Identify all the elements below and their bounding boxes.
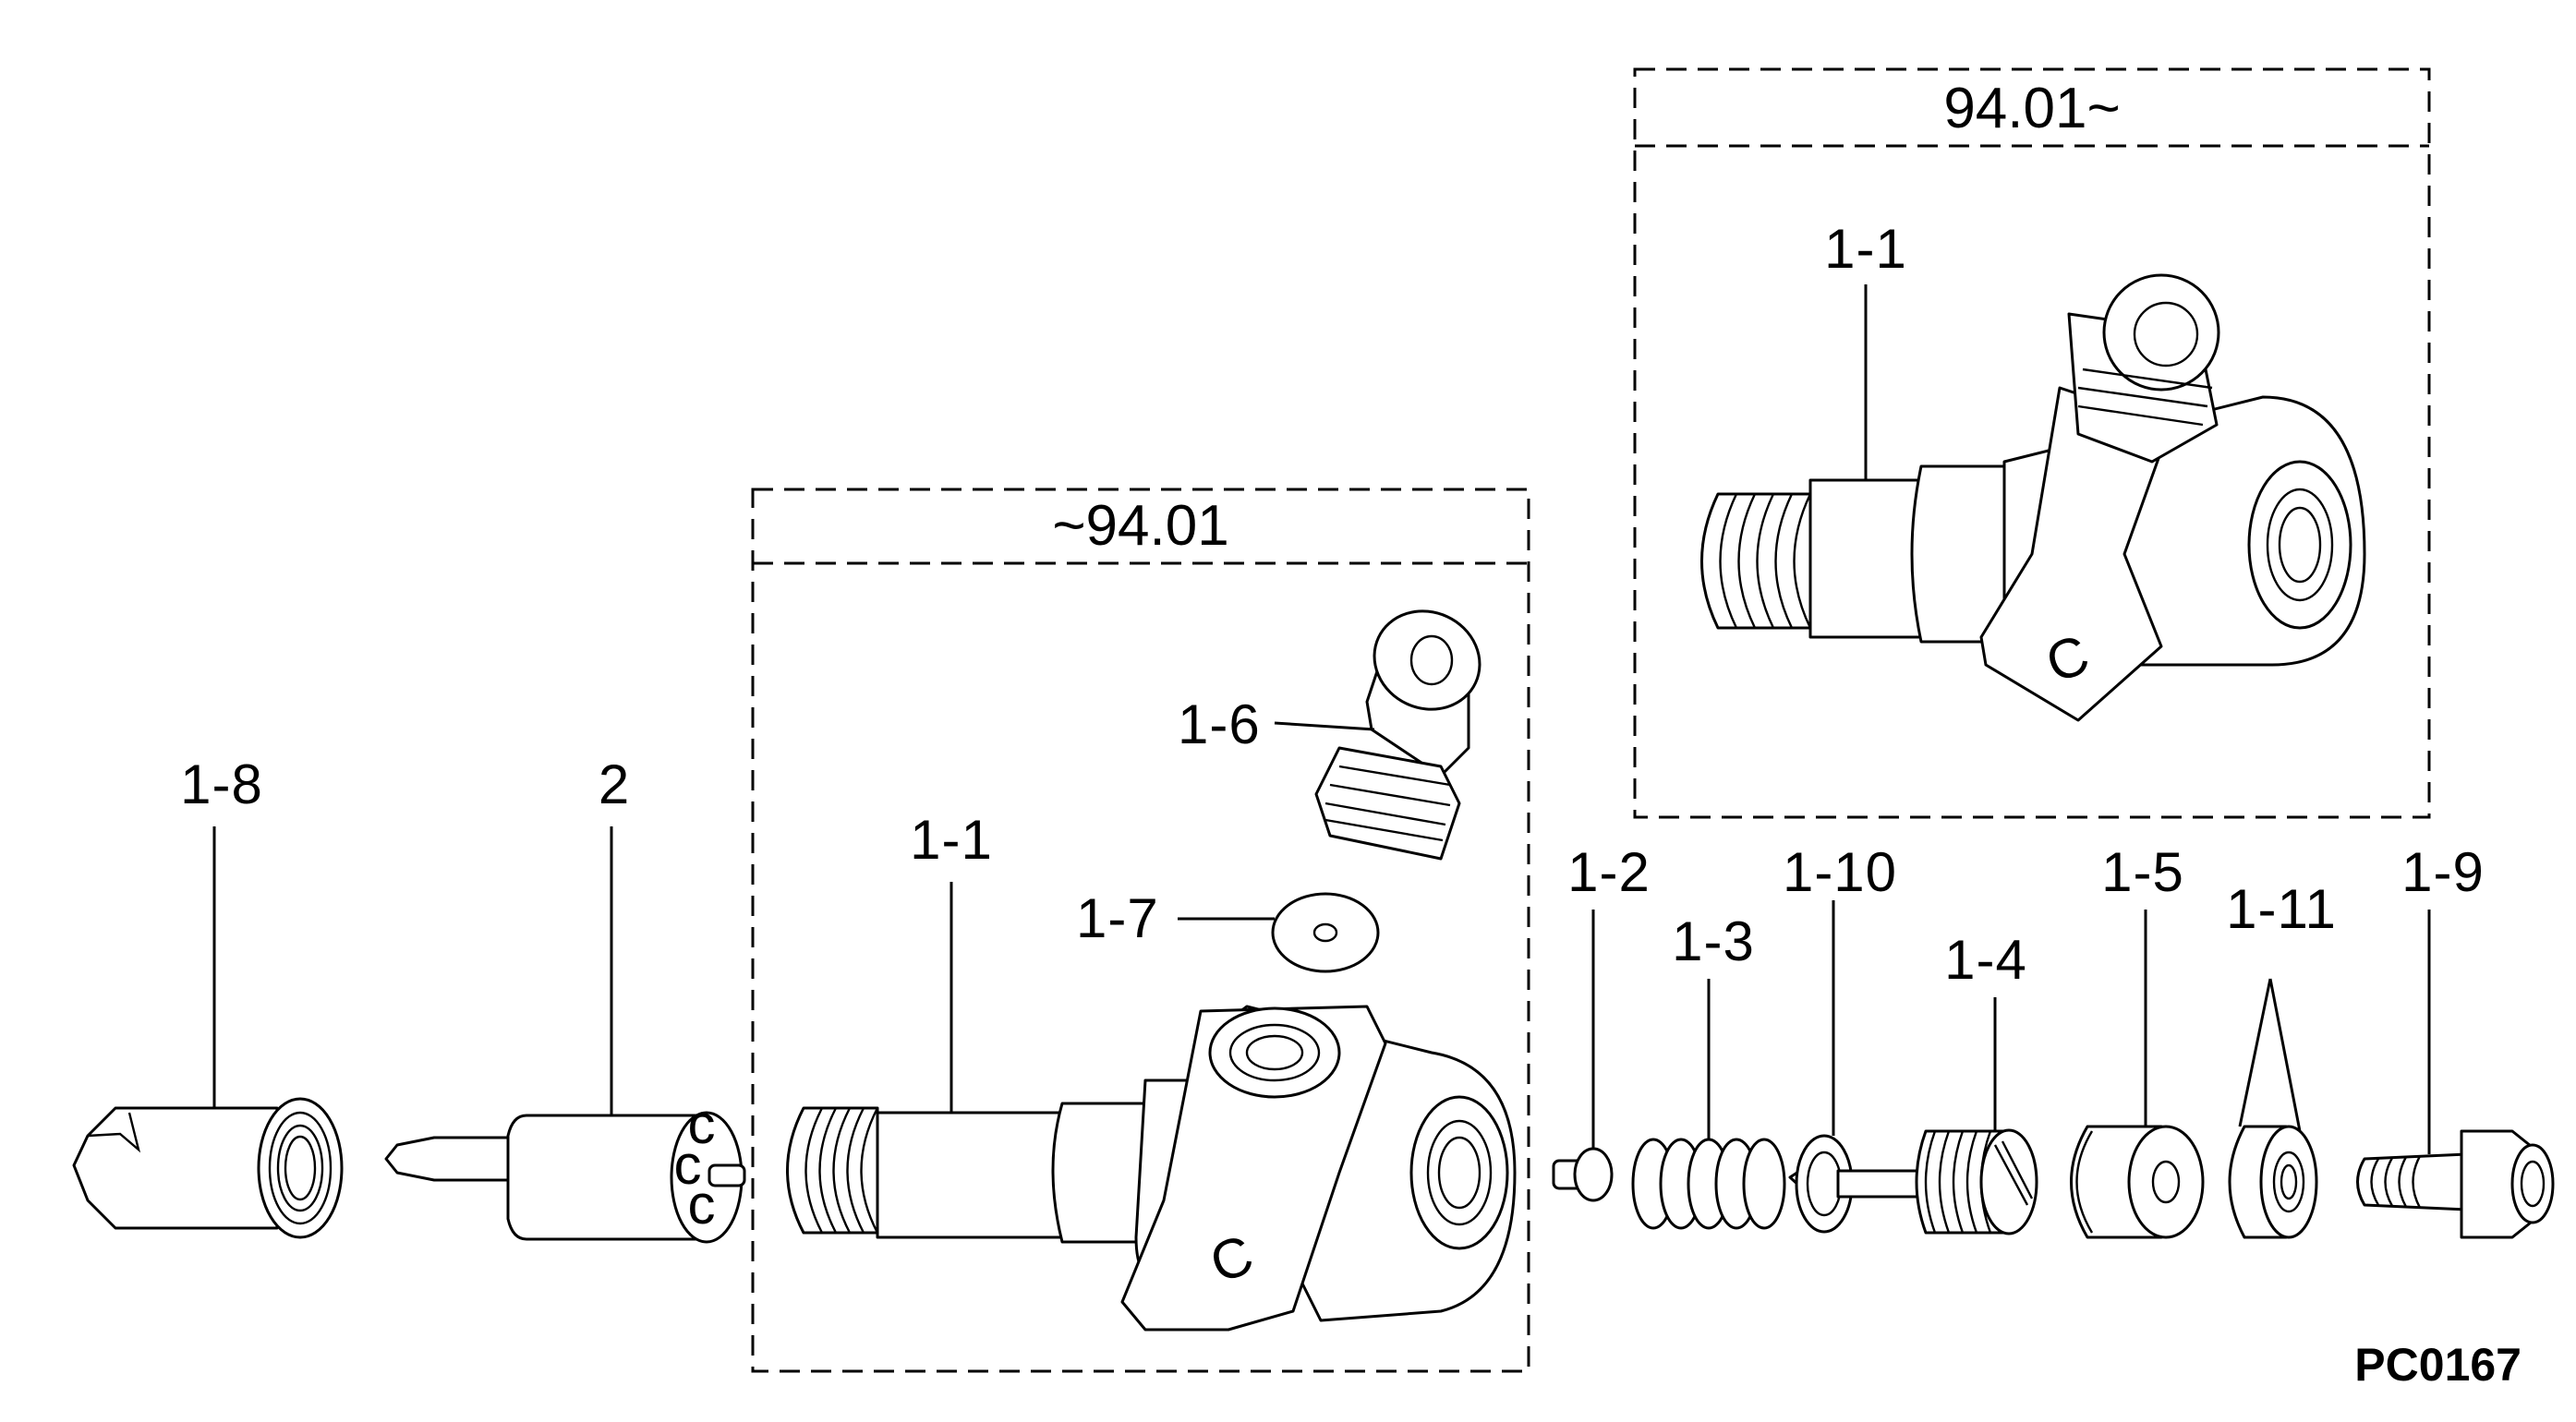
part-1-5-nut (2070, 910, 2205, 1239)
nozzle-mark-2: c (674, 1134, 703, 1196)
label-1-8: 1-8 (180, 753, 263, 815)
label-1-6: 1-6 (1178, 693, 1261, 755)
part-1-10-spring-seat (1788, 900, 1923, 1234)
label-1-2: 1-2 (1567, 841, 1651, 903)
nozzle-mark-1: c (688, 1093, 717, 1155)
label-1-7: 1-7 (1076, 887, 1159, 949)
part-1-1-injector-body-new: C (1700, 273, 2366, 722)
label-1-1-new: 1-1 (1824, 218, 1907, 280)
label-1-1-old: 1-1 (910, 809, 993, 871)
frame-old-version: ~94.01 (751, 488, 1530, 1373)
frame-new-version: 94.01~ (1633, 67, 2431, 819)
part-1-6-inlet-connector (1274, 609, 1482, 861)
part-1-3-spring (1631, 979, 1786, 1230)
label-2: 2 (599, 753, 630, 815)
part-1-11-gaskets (2228, 978, 2318, 1239)
part-1-9-cap-screw (2356, 910, 2555, 1239)
drawing-code: PC0167 (2354, 1339, 2522, 1391)
label-1-11: 1-11 (2226, 878, 2337, 940)
label-1-10: 1-10 (1783, 841, 1897, 903)
label-1-3: 1-3 (1672, 910, 1755, 972)
part-1-7-washer (1178, 892, 1380, 973)
label-1-4: 1-4 (1944, 929, 2027, 991)
part-1-4-adjusting-screw (1915, 997, 2038, 1235)
part-1-1-injector-body-old: C (786, 882, 1517, 1332)
label-1-9: 1-9 (2401, 841, 2485, 903)
frame-old-label: ~94.01 (1052, 494, 1228, 558)
label-1-5: 1-5 (2101, 841, 2184, 903)
part-2-nozzle: c c c (384, 826, 746, 1244)
frame-new-label: 94.01~ (1943, 77, 2120, 140)
part-1-2-pin (1552, 910, 1614, 1202)
part-1-8-nozzle-nut (72, 826, 344, 1239)
